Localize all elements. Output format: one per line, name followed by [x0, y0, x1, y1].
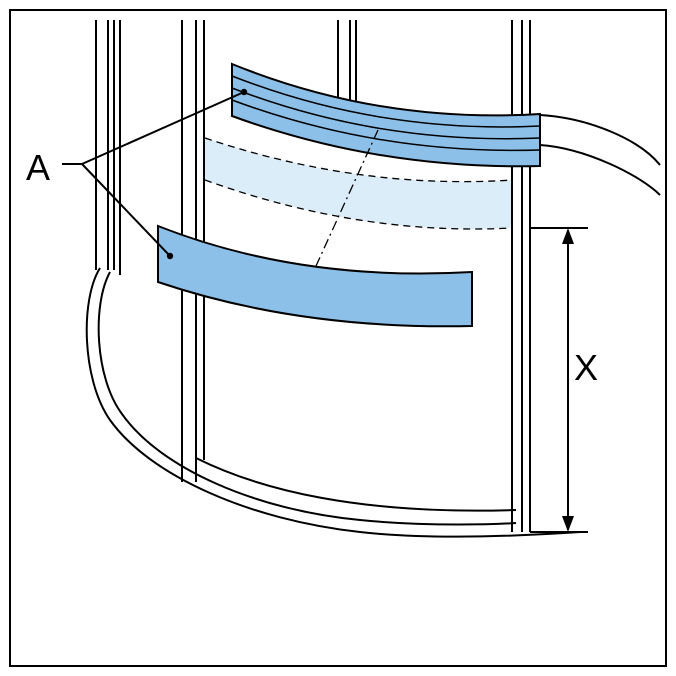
lower-seal-strip: [157, 224, 473, 328]
label-x: X: [574, 347, 598, 388]
strip-ghost-dash-top: [204, 137, 513, 183]
strip-ghost-dash-bottom: [204, 179, 513, 230]
right-post: [511, 20, 531, 532]
label-a: A: [26, 147, 50, 188]
left-post: [95, 20, 121, 275]
dimension-arrow-bottom: [562, 516, 574, 532]
shower-tray-inner-2: [195, 457, 517, 512]
leader-line-upper-diag: [81, 91, 245, 165]
shower-tray-outer: [85, 267, 581, 538]
shower-tray-inner: [97, 271, 517, 526]
dimension-arrow-top: [562, 228, 574, 244]
strip-ghost-area: [205, 138, 512, 229]
leader-line-lower-diag: [81, 163, 171, 257]
top-rail-outer: [539, 114, 661, 166]
movement-guide-line: [315, 129, 379, 267]
top-rail-inner: [539, 144, 661, 196]
upper-seal-strip: [231, 62, 541, 168]
